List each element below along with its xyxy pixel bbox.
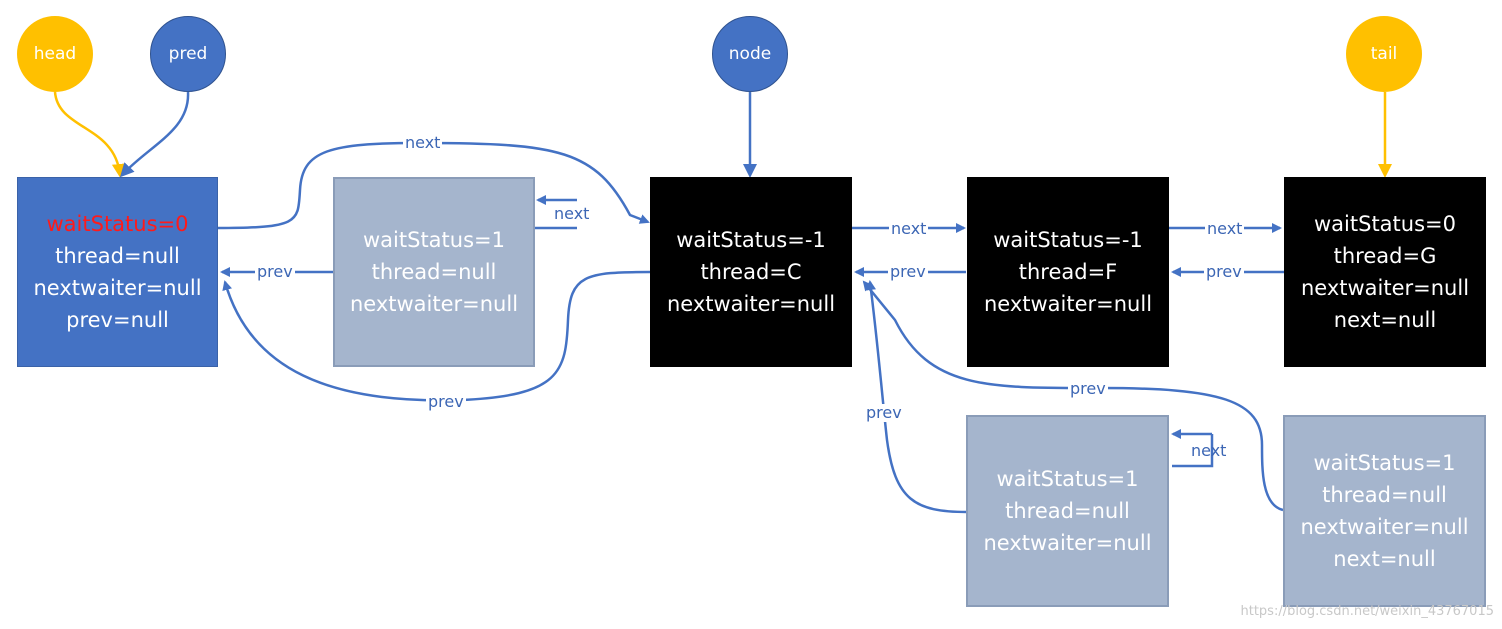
- node-f: waitStatus=-1 thread=F nextwaiter=null: [967, 177, 1169, 367]
- label-head-next: next: [403, 133, 443, 152]
- tail-pointer-label: tail: [1370, 44, 1398, 64]
- node-c-wait-status: waitStatus=-1: [676, 228, 826, 252]
- label-c-to-f-next: next: [889, 219, 929, 238]
- label-f-to-c-prev: prev: [888, 262, 928, 281]
- head-pointer: head: [17, 16, 93, 92]
- label-cancelled-a-prev: prev: [255, 262, 295, 281]
- node-c-nextwaiter: nextwaiter=null: [666, 292, 836, 316]
- pred-pointer-label: pred: [168, 44, 208, 64]
- node-f-wait-status: waitStatus=-1: [993, 228, 1143, 252]
- cancelled-node-b: waitStatus=1 thread=null nextwaiter=null: [966, 415, 1169, 607]
- head-node-prev: prev=null: [66, 308, 169, 332]
- node-f-thread: thread=F: [1018, 260, 1118, 284]
- label-cancelled-c-prev: prev: [1068, 379, 1108, 398]
- cancelled-b-wait-status: waitStatus=1: [996, 467, 1139, 491]
- cancelled-c-prev-arrow: [862, 280, 1284, 512]
- cancelled-c-wait-status: waitStatus=1: [1313, 451, 1456, 475]
- label-f-to-g-next: next: [1205, 219, 1245, 238]
- head-node-wait-status: waitStatus=0: [46, 212, 189, 236]
- label-cancelled-b-next: next: [1191, 441, 1227, 460]
- pred-pointer-arrow: [119, 91, 190, 178]
- label-cancelled-a-next: next: [554, 204, 590, 223]
- head-node: waitStatus=0 thread=null nextwaiter=null…: [17, 177, 218, 367]
- node-g-thread: thread=G: [1333, 244, 1437, 268]
- head-pointer-arrow: [53, 91, 126, 178]
- label-node-c-prev-bottom: prev: [426, 392, 466, 411]
- node-pointer-label: node: [728, 44, 772, 64]
- label-g-to-f-prev: prev: [1204, 262, 1244, 281]
- cancelled-c-nextwaiter: nextwaiter=null: [1300, 515, 1469, 539]
- cancelled-node-c: waitStatus=1 thread=null nextwaiter=null…: [1283, 415, 1486, 607]
- node-c: waitStatus=-1 thread=C nextwaiter=null: [650, 177, 852, 367]
- cancelled-c-next: next=null: [1333, 547, 1436, 571]
- node-g-nextwaiter: nextwaiter=null: [1300, 276, 1470, 300]
- node-c-prev-arrow: [222, 270, 651, 402]
- cancelled-b-thread: thread=null: [1005, 499, 1130, 523]
- node-g-next: next=null: [1333, 308, 1437, 332]
- watermark: https://blog.csdn.net/weixin_43767015: [1240, 604, 1494, 619]
- node-g: waitStatus=0 thread=G nextwaiter=null ne…: [1284, 177, 1486, 367]
- cancelled-b-next-loop: [1172, 434, 1214, 468]
- node-c-thread: thread=C: [700, 260, 802, 284]
- head-node-thread: thread=null: [55, 244, 180, 268]
- node-g-wait-status: waitStatus=0: [1314, 212, 1456, 236]
- pred-pointer: pred: [150, 16, 226, 92]
- cancelled-b-nextwaiter: nextwaiter=null: [983, 531, 1152, 555]
- label-cancelled-b-prev: prev: [864, 403, 904, 422]
- cancelled-a-next-loop: [533, 200, 577, 230]
- cancelled-c-thread: thread=null: [1322, 483, 1447, 507]
- cancelled-a-wait-status: waitStatus=1: [363, 228, 505, 252]
- head-node-nextwaiter: nextwaiter=null: [33, 276, 202, 300]
- node-f-nextwaiter: nextwaiter=null: [983, 292, 1153, 316]
- head-next-arrow: [217, 141, 650, 230]
- tail-pointer: tail: [1346, 16, 1422, 92]
- node-pointer: node: [712, 16, 788, 92]
- cancelled-a-nextwaiter: nextwaiter=null: [349, 292, 519, 316]
- cancelled-b-prev-arrow: [866, 280, 968, 514]
- head-pointer-label: head: [33, 44, 77, 64]
- cancelled-a-thread: thread=null: [371, 260, 497, 284]
- cancelled-node-a: waitStatus=1 thread=null nextwaiter=null: [333, 177, 535, 367]
